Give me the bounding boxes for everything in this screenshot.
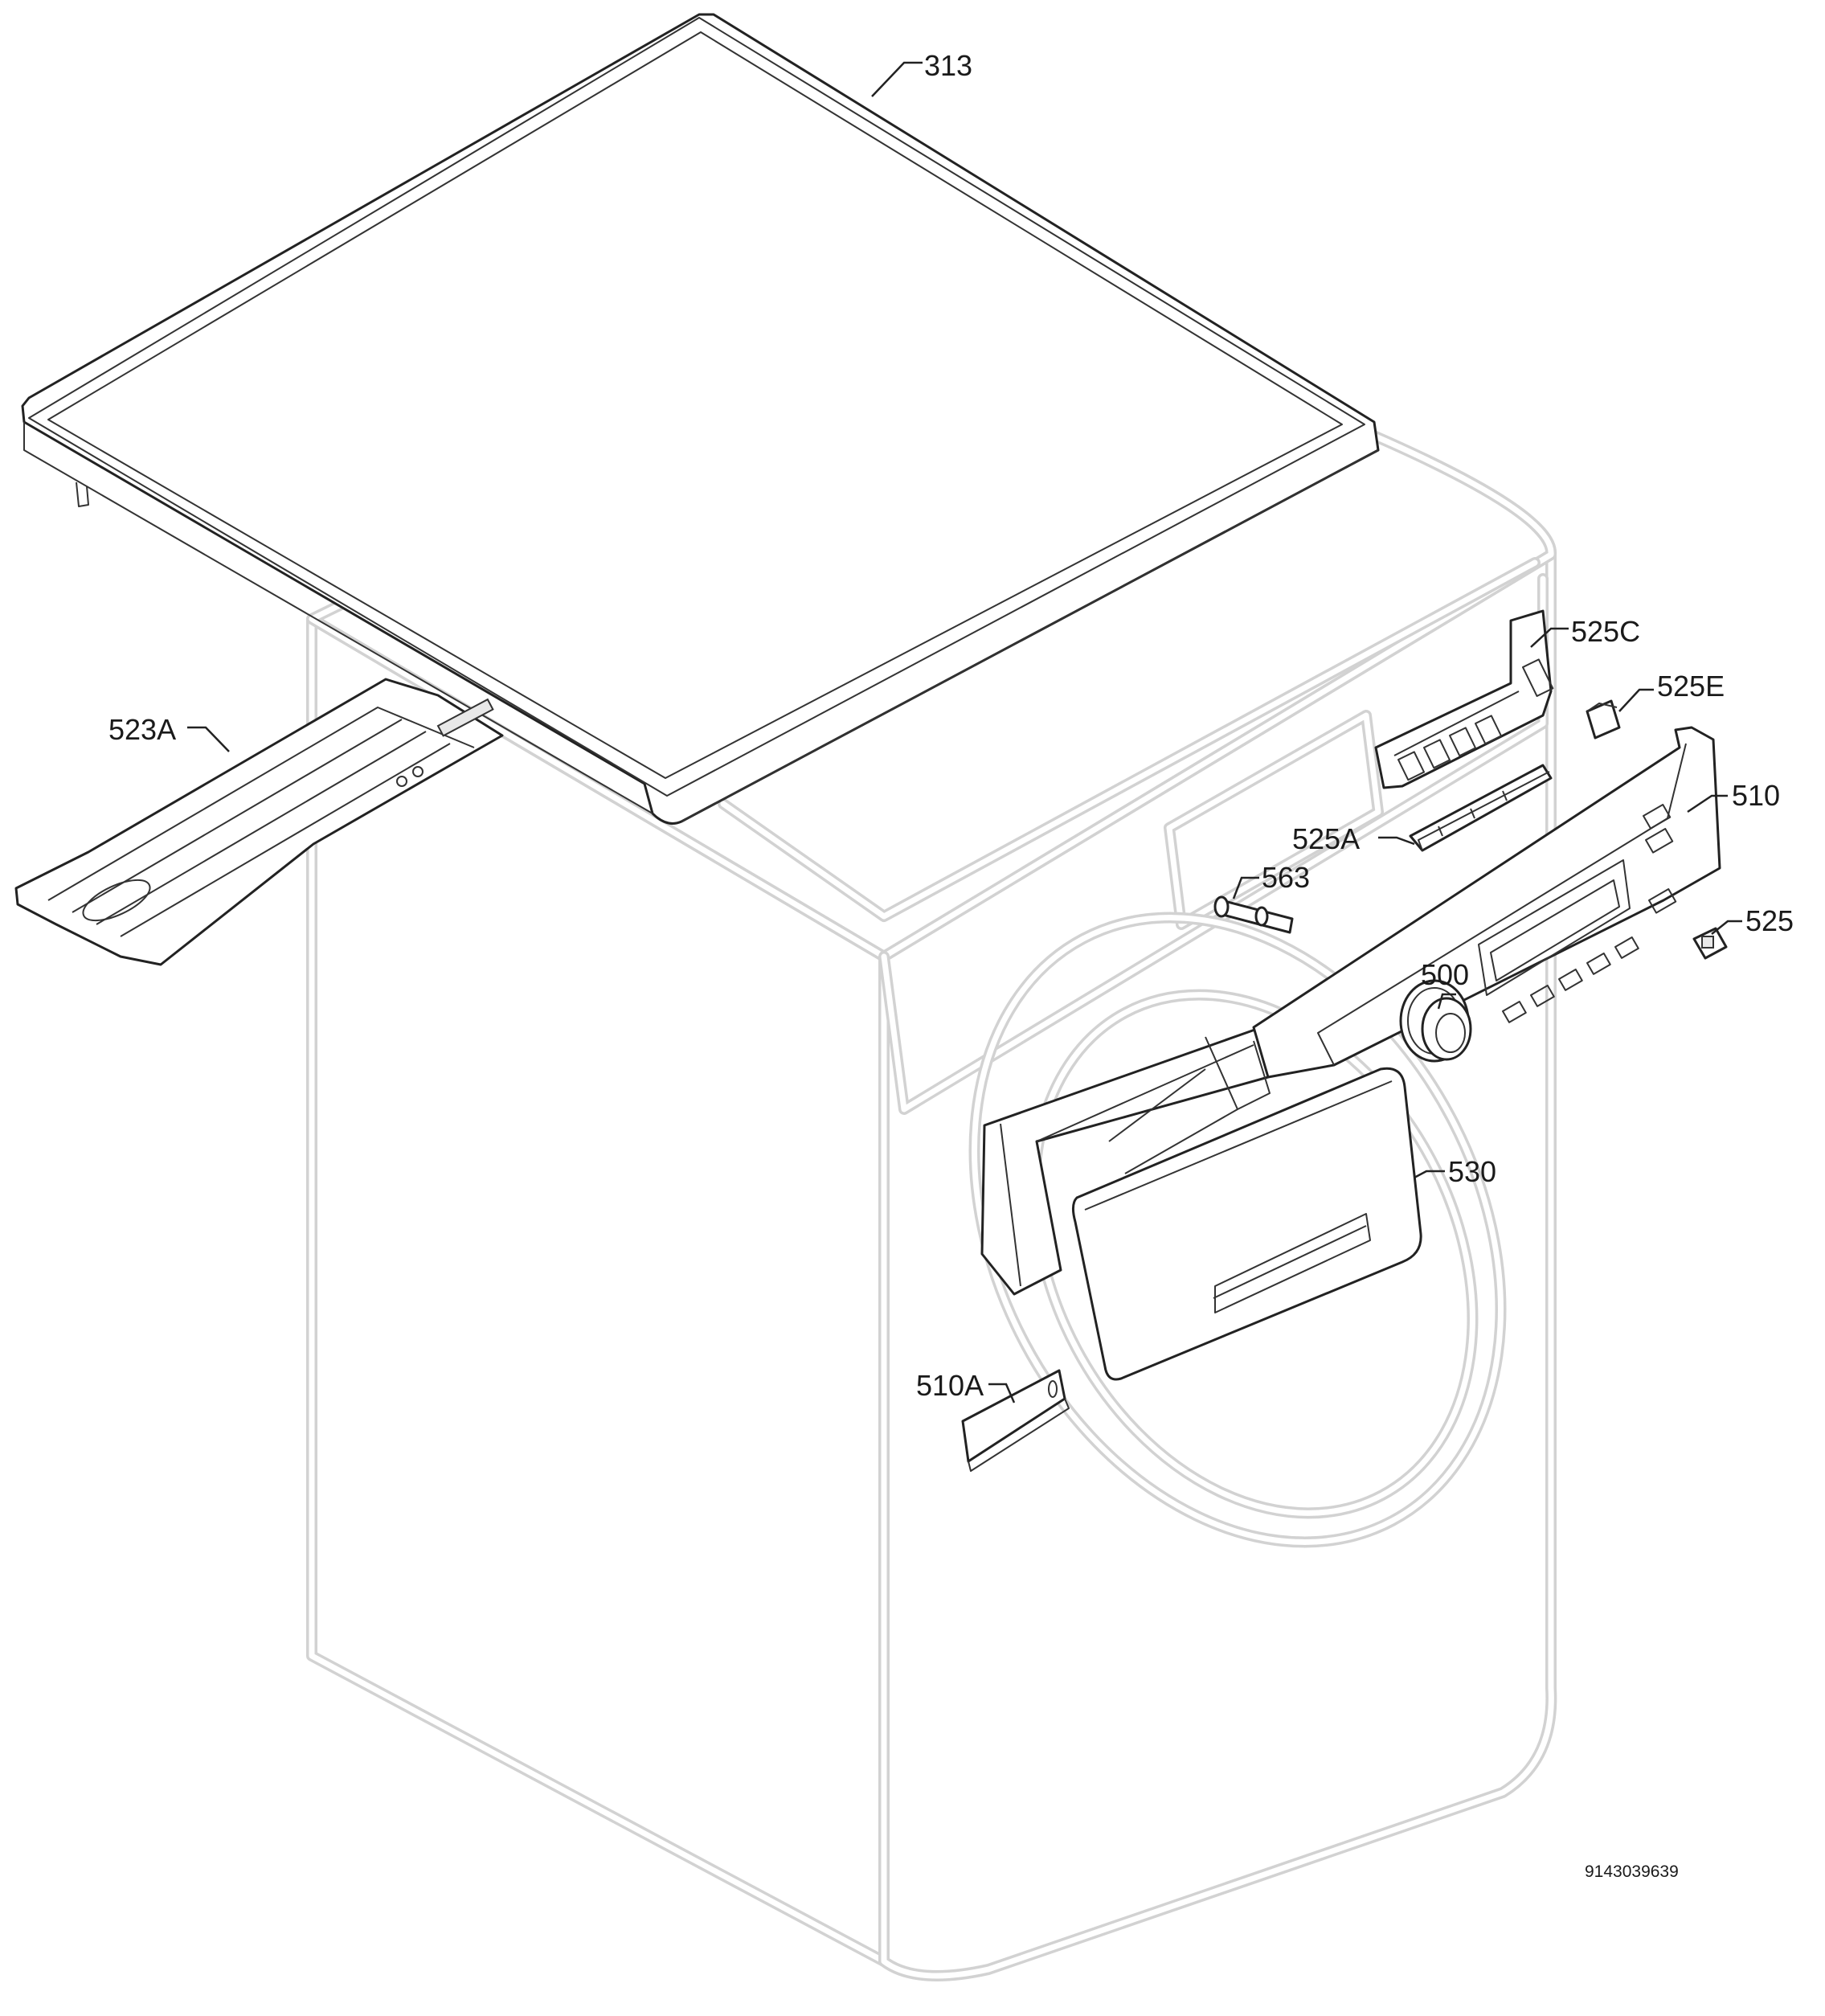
leader-lines <box>187 61 1742 1403</box>
detergent-drawer-part <box>1071 1067 1422 1381</box>
switch-module-part <box>1374 609 1554 789</box>
part-labels: 313 523A 525C 525E 510 525A 563 525 500 … <box>108 49 1794 1881</box>
document-number: 9143039639 <box>1585 1862 1679 1881</box>
control-panel-part <box>1252 726 1721 1079</box>
support-rail-part <box>14 678 504 966</box>
light-pipe-pin-part <box>1213 895 1294 934</box>
small-switch-part <box>1692 927 1728 960</box>
label-510a: 510A <box>916 1369 984 1402</box>
label-313: 313 <box>924 49 972 82</box>
label-525e: 525E <box>1657 670 1725 703</box>
top-lid-part <box>21 13 1380 825</box>
machine-cabinet-ghost <box>306 372 1557 1981</box>
label-500: 500 <box>1421 958 1469 991</box>
label-525: 525 <box>1745 904 1794 937</box>
label-563: 563 <box>1262 861 1310 894</box>
button-strip-part <box>1409 764 1553 852</box>
label-530: 530 <box>1448 1155 1496 1188</box>
label-525a: 525A <box>1292 822 1360 855</box>
single-button-part <box>1586 699 1621 740</box>
label-523a: 523A <box>108 713 176 746</box>
label-510: 510 <box>1732 779 1780 812</box>
label-525c: 525C <box>1571 615 1640 648</box>
program-knob-part <box>1399 979 1472 1063</box>
badge-plate-part <box>961 1369 1070 1472</box>
